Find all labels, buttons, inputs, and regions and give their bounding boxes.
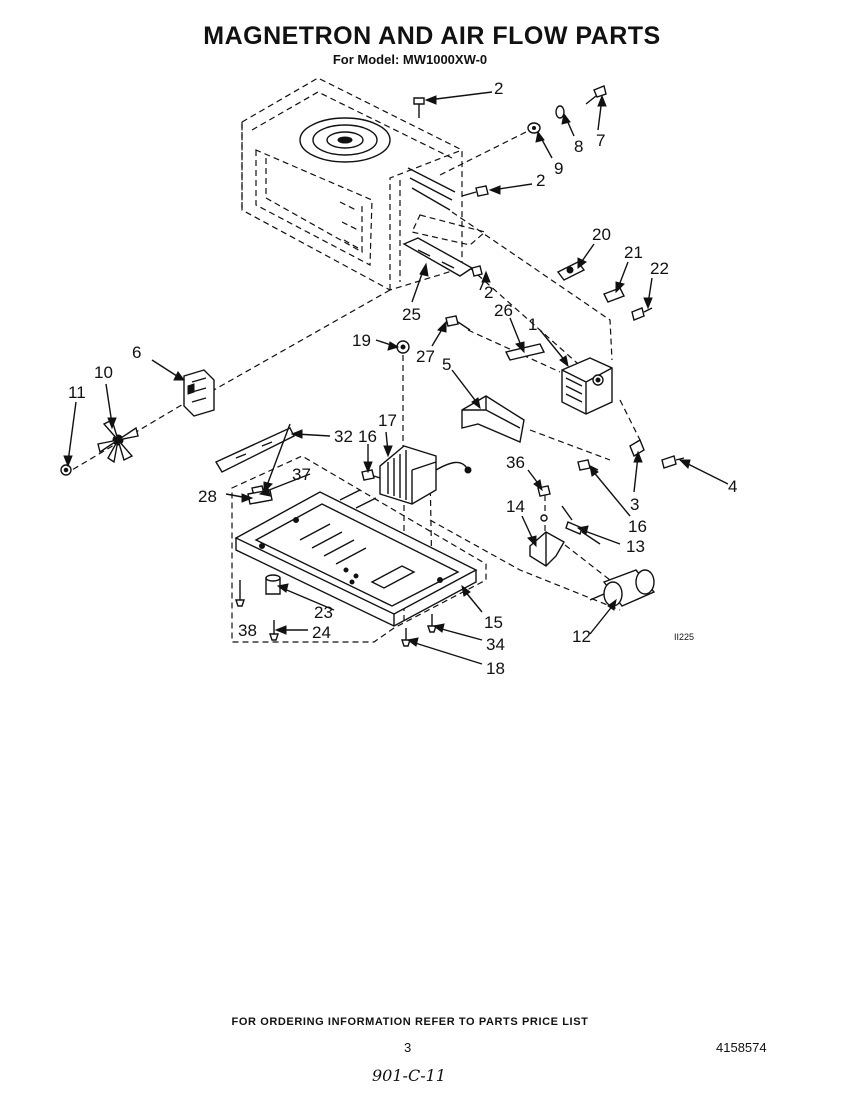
- callout-1: 1: [528, 315, 537, 334]
- callout-24: 24: [312, 623, 331, 642]
- callout-2-top: 2: [494, 79, 503, 98]
- callout-2-lower: 2: [484, 283, 493, 302]
- callout-19: 19: [352, 331, 371, 350]
- screw-27: [445, 315, 471, 331]
- washer-9: [527, 122, 541, 134]
- screw-2-middle: [461, 185, 489, 197]
- transformer-17: [379, 445, 472, 505]
- callout-22: 22: [650, 259, 669, 278]
- screw-2-lower: [471, 265, 483, 277]
- callout-21: 21: [624, 243, 643, 262]
- callout-25: 25: [402, 305, 421, 324]
- callout-6: 6: [132, 343, 141, 362]
- fan-motor-6: [183, 369, 215, 417]
- callout-4: 4: [728, 477, 737, 496]
- callout-16-right: 16: [628, 517, 647, 536]
- bracket-26: [504, 343, 546, 361]
- callout-28: 28: [198, 487, 217, 506]
- callout-11: 11: [68, 383, 86, 402]
- screw-34: [427, 614, 437, 633]
- screw-16-right: [577, 459, 599, 471]
- magnetron-1: [561, 357, 613, 415]
- drawing-code: II225: [674, 632, 694, 642]
- callout-labels: 2 7 8 9 2 20 21 22 2 25 26 1 19 27 5 6 1…: [68, 79, 737, 678]
- page-title: MAGNETRON AND AIR FLOW PARTS: [203, 22, 661, 50]
- nut-36: [537, 485, 551, 522]
- screw-4: [661, 455, 685, 469]
- callout-13: 13: [626, 537, 645, 556]
- callout-27: 27: [416, 347, 435, 366]
- callout-7: 7: [596, 131, 605, 150]
- screw-24: [269, 620, 279, 641]
- screw-18: [401, 628, 411, 647]
- callout-37: 37: [292, 465, 311, 484]
- callout-5: 5: [442, 355, 451, 374]
- callout-12: 12: [572, 627, 591, 646]
- callout-14: 14: [506, 497, 525, 516]
- callout-8: 8: [574, 137, 583, 156]
- capacitor-12: [589, 569, 656, 607]
- fan-blade-10: [97, 419, 139, 464]
- callout-15: 15: [484, 613, 503, 632]
- base-frame-dashed: [231, 455, 487, 643]
- fan-nut-11: [60, 464, 72, 476]
- oven-cavity: [241, 77, 487, 291]
- base-plate-15: [234, 489, 478, 627]
- callout-17: 17: [378, 411, 397, 430]
- leader-lines: [63, 91, 729, 665]
- diode-13: [561, 505, 601, 545]
- model-subtitle: For Model: MW1000XW-0: [332, 52, 488, 67]
- fuse-21: [603, 287, 625, 303]
- document-number: 4158574: [716, 1040, 767, 1055]
- screw-16-left: [361, 469, 381, 481]
- callout-3: 3: [630, 495, 639, 514]
- callout-18: 18: [486, 659, 505, 678]
- page-number: 3: [404, 1040, 412, 1055]
- callout-20: 20: [592, 225, 611, 244]
- screw-38: [235, 580, 245, 607]
- ordering-note: FOR ORDERING INFORMATION REFER TO PARTS …: [231, 1016, 589, 1028]
- callout-2-middle: 2: [536, 171, 545, 190]
- callout-16-left: 16: [358, 427, 377, 446]
- callout-32: 32: [334, 427, 353, 446]
- screw-22: [631, 307, 653, 321]
- callout-23: 23: [314, 603, 333, 622]
- callout-10: 10: [94, 363, 113, 382]
- callout-26: 26: [494, 301, 513, 320]
- handwritten-note: 901-C-11: [372, 1066, 446, 1085]
- clip-3: [629, 438, 645, 458]
- air-guide-5: [461, 395, 525, 443]
- callout-9: 9: [554, 159, 563, 178]
- washer-8: [555, 105, 565, 119]
- bracket-32: [214, 427, 295, 473]
- callout-34: 34: [486, 635, 505, 654]
- screw-2-top: [413, 97, 425, 118]
- screw-7: [585, 85, 607, 105]
- foot-23: [265, 574, 281, 595]
- callout-38: 38: [238, 621, 257, 640]
- callout-36: 36: [506, 453, 525, 472]
- capacitor-bracket-14: [529, 531, 565, 567]
